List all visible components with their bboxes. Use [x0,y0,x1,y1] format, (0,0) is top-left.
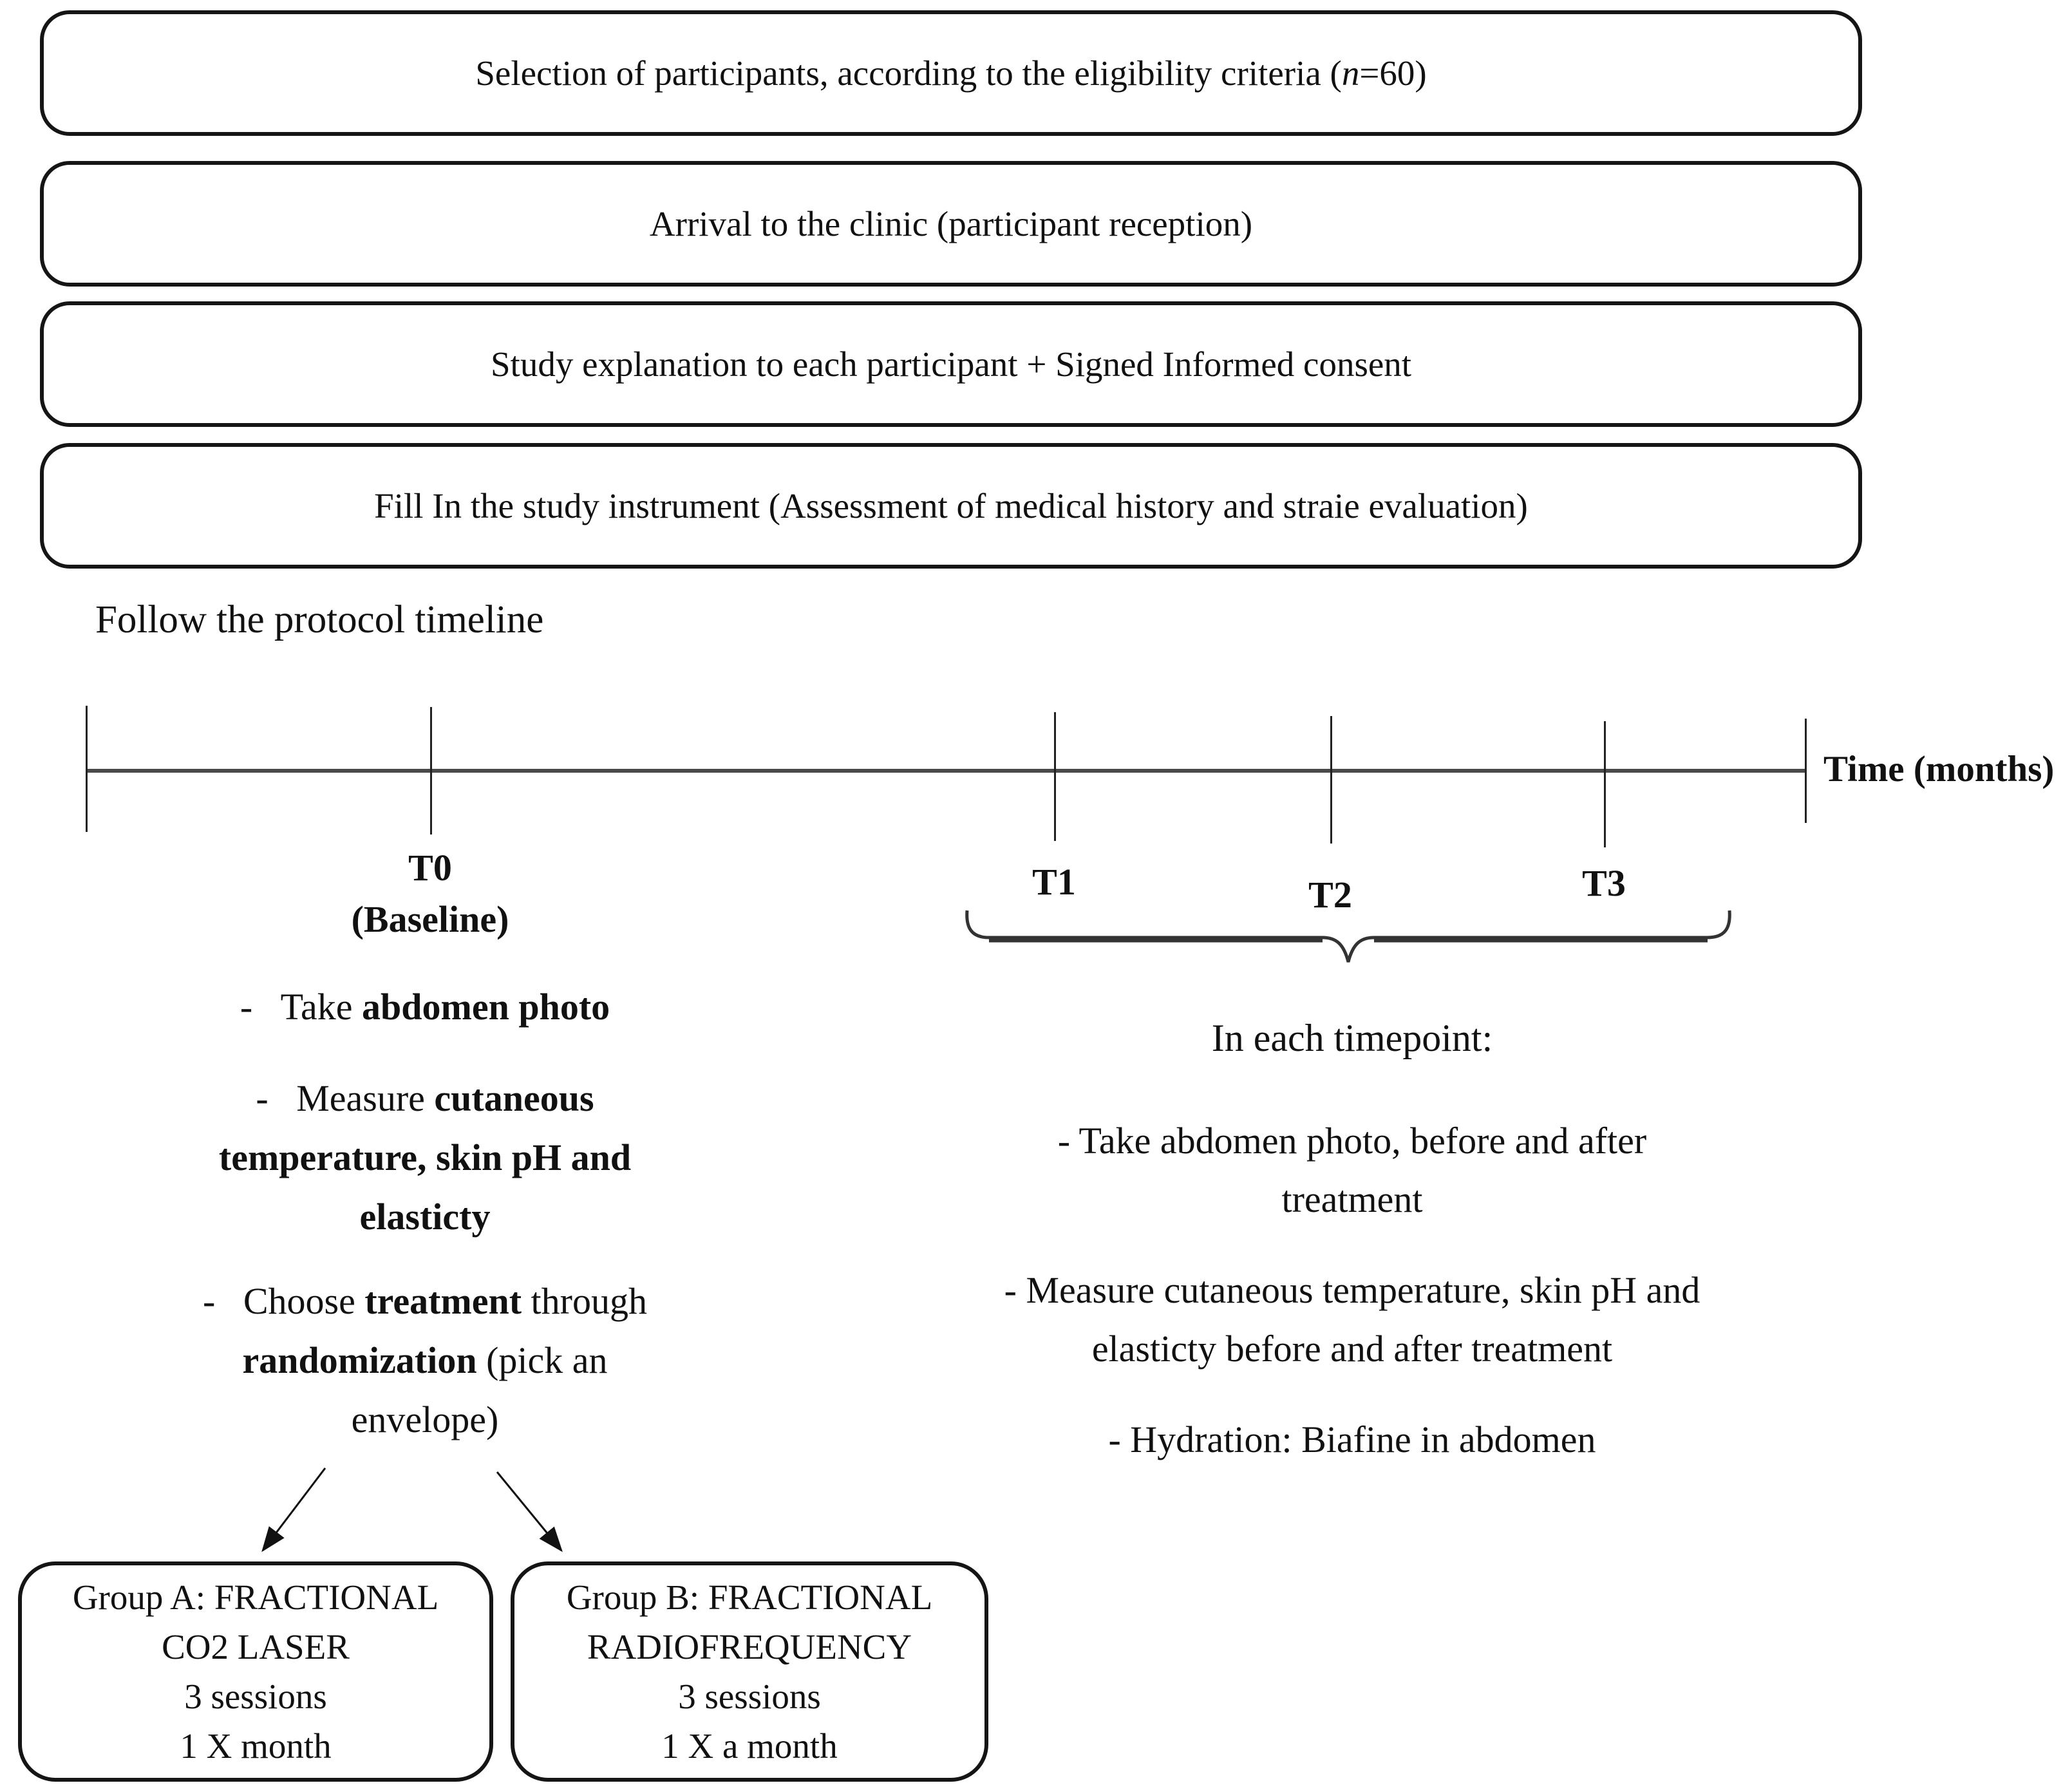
group-b-line: 3 sessions [678,1677,821,1716]
flow-box-selection: Selection of participants, according to … [40,10,1862,136]
label-t2: T2 [1308,874,1352,916]
flow-box-arrival: Arrival to the clinic (participant recep… [40,161,1862,287]
axis-label-time-months: Time (months) [1823,749,2055,789]
timeline-tick-t3 [1604,721,1606,847]
group-a-line: CO2 LASER [162,1627,350,1666]
group-a-line: 3 sessions [184,1677,327,1716]
timeline-tick-t0 [430,707,432,835]
arrow-to-group-b [496,1471,563,1552]
timepoint-task-hydration: - Hydration: Biafine in abdomen [1108,1419,1596,1460]
flow-box-explanation: Study explanation to each participant + … [40,301,1862,427]
label-t3: T3 [1582,862,1626,904]
timeline-tick-end [1805,719,1807,823]
group-b-line: RADIOFREQUENCY [587,1627,912,1666]
group-a-box: Group A: FRACTIONAL CO2 LASER 3 sessions… [18,1561,493,1782]
group-b-line: 1 X a month [661,1726,838,1766]
group-b-box: Group B: FRACTIONAL RADIOFREQUENCY 3 ses… [511,1561,988,1782]
timepoints-brace [965,910,1731,963]
group-b-line: Group B: FRACTIONAL [566,1578,933,1617]
timeline-tick-t1 [1054,712,1056,841]
timeline-axis-line [86,769,1806,773]
group-a-line: Group A: FRACTIONAL [72,1578,439,1617]
label-t1: T1 [1032,861,1076,903]
label-t0: T0 (Baseline) [351,847,509,940]
randomization-arrows [261,1467,563,1552]
timeline-tick-t2 [1330,716,1332,844]
timepoint-heading: In each timepoint: [1211,1017,1493,1059]
flow-box-instrument: Fill In the study instrument (Assessment… [40,443,1862,569]
timeline-section-label: Follow the protocol timeline [95,598,544,641]
timepoint-task-measure: - Measure cutaneous temperature, skin pH… [1004,1269,1700,1370]
group-a-line: 1 X month [180,1726,332,1766]
arrow-to-group-a [261,1467,326,1552]
timeline-tick-start [86,706,88,832]
baseline-task-photo: - Take abdomen photo [240,986,610,1028]
